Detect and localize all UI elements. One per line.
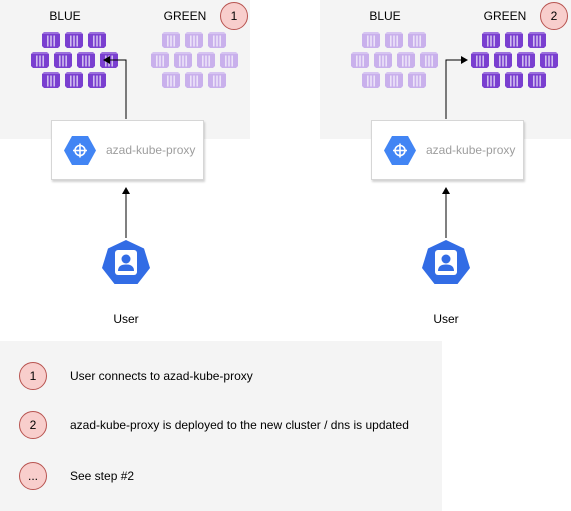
kubernetes-pod-icon: [384, 30, 404, 50]
kubernetes-pod-icon: [64, 30, 84, 50]
kubernetes-pod-icon: [173, 50, 193, 70]
arrow-proxy-to-green: [445, 56, 468, 119]
legend-badge-3: ...: [19, 462, 47, 490]
kubernetes-pod-icon: [504, 30, 524, 50]
user-label: User: [113, 312, 139, 326]
cluster-blue-label: BLUE: [49, 9, 81, 23]
kubernetes-pod-icon: [41, 30, 61, 50]
legend-text-1: User connects to azad-kube-proxy: [70, 369, 253, 383]
kubernetes-pod-icon: [407, 70, 427, 90]
kubernetes-pod-icon: [64, 70, 84, 90]
legend-text-2: azad-kube-proxy is deployed to the new c…: [70, 418, 409, 432]
kubernetes-pod-icon: [493, 50, 513, 70]
kubernetes-pod-icon: [30, 50, 50, 70]
proxy-label: azad-kube-proxy: [426, 143, 516, 157]
kubernetes-pod-icon: [219, 50, 239, 70]
user-label: User: [433, 312, 459, 326]
kubernetes-pod-icon: [361, 70, 381, 90]
kubernetes-pod-icon: [527, 30, 547, 50]
kubernetes-pod-icon: [516, 50, 536, 70]
gcp-network-service-icon: [384, 136, 416, 165]
legend-badge-1: 1: [19, 362, 47, 390]
arrow-proxy-to-blue: [103, 56, 127, 119]
legend-badge-2: 2: [19, 411, 47, 439]
kubernetes-pod-icon: [53, 50, 73, 70]
cluster-green-label: GREEN: [483, 9, 527, 23]
kubernetes-pod-icon: [407, 30, 427, 50]
kubernetes-user-icon: [422, 240, 470, 284]
kubernetes-pod-icon: [41, 70, 61, 90]
kubernetes-pod-icon: [384, 70, 404, 90]
gcp-network-service-icon: [64, 136, 96, 165]
kubernetes-pod-icon: [184, 30, 204, 50]
kubernetes-pod-icon: [527, 70, 547, 90]
kubernetes-pod-icon: [161, 30, 181, 50]
cluster-blue-label: BLUE: [369, 9, 401, 23]
kubernetes-pod-icon: [539, 50, 559, 70]
step-badge-1: 1: [220, 2, 248, 30]
kubernetes-pod-icon: [504, 70, 524, 90]
kubernetes-user-icon: [102, 240, 150, 284]
kubernetes-pod-icon: [150, 50, 170, 70]
kubernetes-pod-icon: [87, 30, 107, 50]
kubernetes-pod-icon: [87, 70, 107, 90]
kubernetes-pod-icon: [207, 70, 227, 90]
kubernetes-pod-icon: [470, 50, 490, 70]
kubernetes-pod-icon: [373, 50, 393, 70]
legend-text-3: See step #2: [70, 469, 135, 483]
kubernetes-pod-icon: [419, 50, 439, 70]
kubernetes-pod-icon: [76, 50, 96, 70]
kubernetes-pod-icon: [361, 30, 381, 50]
step-badge-2: 2: [540, 2, 568, 30]
kubernetes-pod-icon: [481, 30, 501, 50]
legend-panel: [0, 341, 442, 511]
kubernetes-pod-icon: [184, 70, 204, 90]
proxy-label: azad-kube-proxy: [106, 143, 196, 157]
kubernetes-pod-icon: [350, 50, 370, 70]
kubernetes-pod-icon: [161, 70, 181, 90]
proxy-node: azad-kube-proxy: [51, 120, 204, 180]
cluster-green-label: GREEN: [163, 9, 207, 23]
scenario-panel-1: [0, 0, 250, 139]
kubernetes-pod-icon: [396, 50, 416, 70]
kubernetes-pod-icon: [207, 30, 227, 50]
kubernetes-pod-icon: [196, 50, 216, 70]
kubernetes-pod-icon: [481, 70, 501, 90]
proxy-node: azad-kube-proxy: [371, 120, 524, 180]
